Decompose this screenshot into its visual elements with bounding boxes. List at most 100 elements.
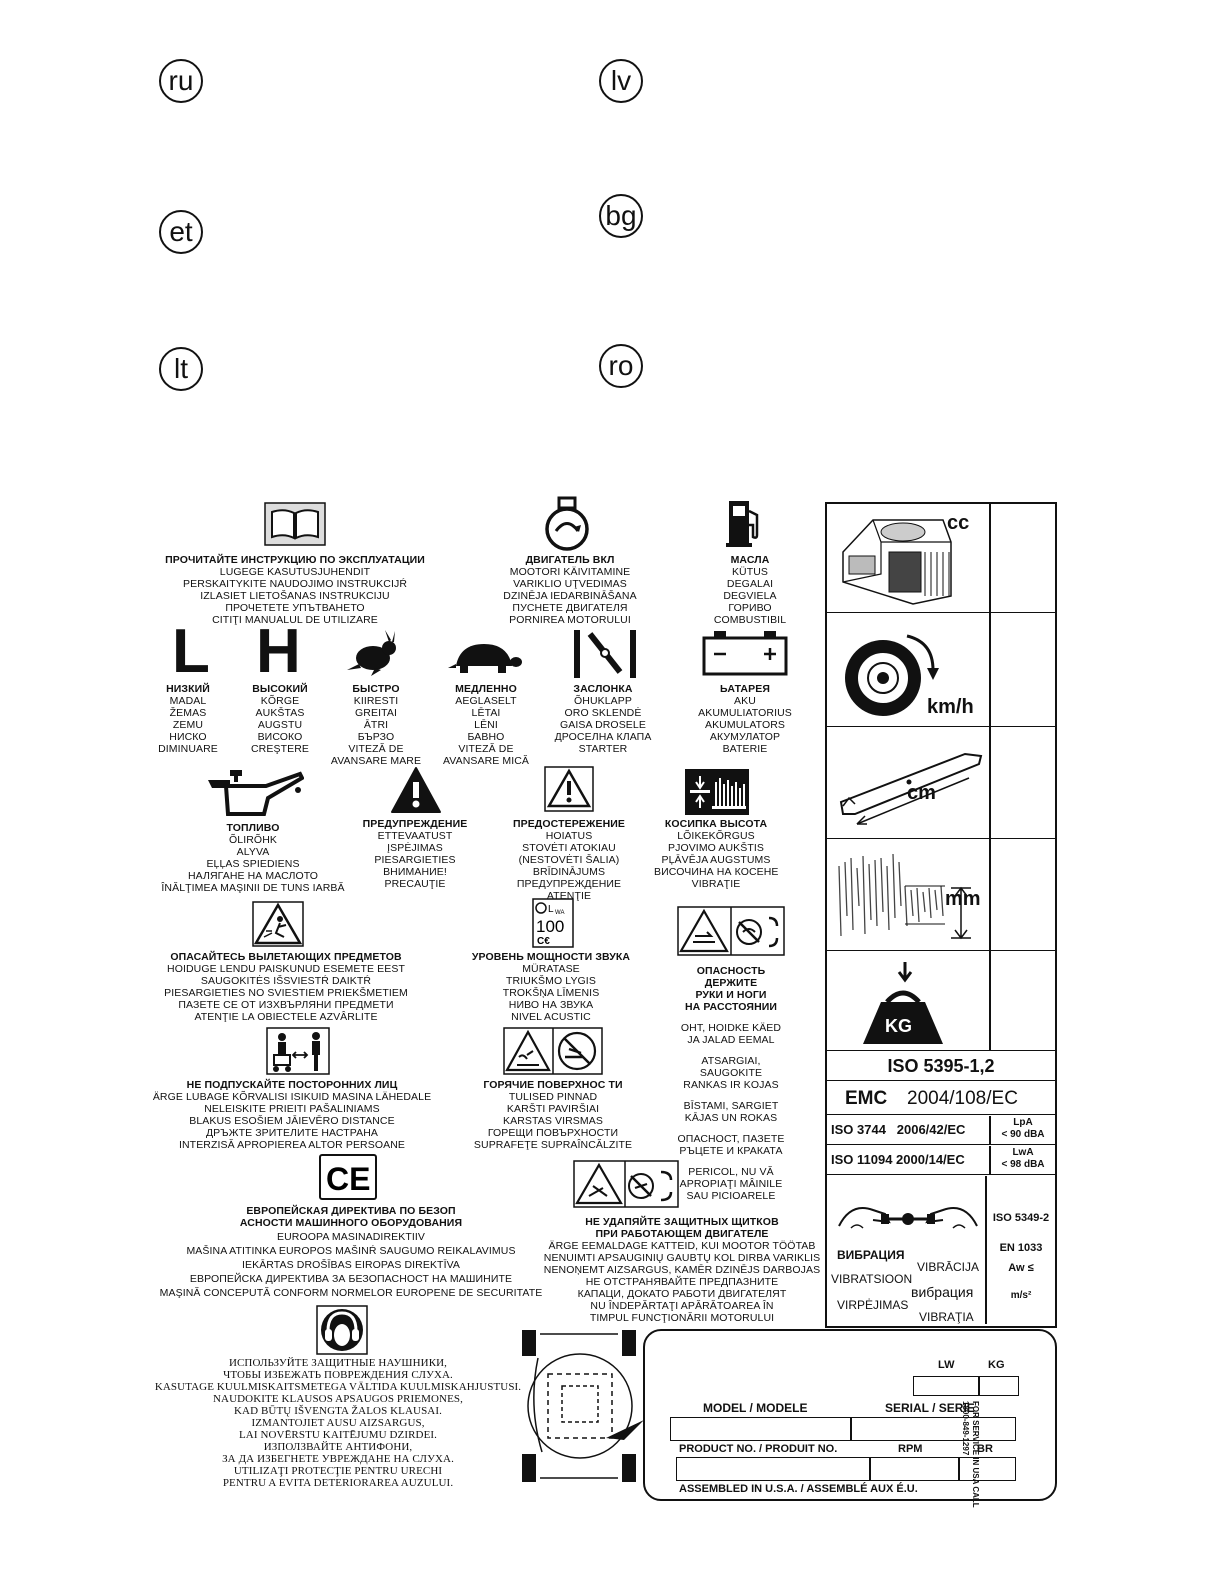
caution-sign-icon bbox=[544, 766, 594, 812]
sound-text: УРОВЕНЬ МОЩНОСТИ ЗВУКА MÜRATASE TRIUKŠMO… bbox=[471, 951, 631, 1023]
plate-weight-divider bbox=[978, 1376, 980, 1396]
spec-cm: cm bbox=[907, 782, 936, 804]
cut-height-text: КОСИПКА ВЫСОТА LÕIKEKÕRGUS PJOVIMO AUKŠT… bbox=[654, 818, 779, 890]
spec-table-divider bbox=[989, 504, 991, 1050]
spec-iso5395: ISO 5395-1,2 bbox=[887, 1056, 995, 1076]
oil-can-icon bbox=[206, 768, 304, 820]
spec-row-emc: EMC 2004/108/EC bbox=[827, 1082, 1055, 1115]
plate-product-field bbox=[676, 1457, 1016, 1481]
engine-block-icon bbox=[842, 519, 952, 605]
high-text: ВЫСОКИЙ KÕRGE AUKŠTAS AUGSTU ВИСОКО CREŞ… bbox=[251, 683, 309, 755]
spec-lwa-val: < 98 dBA bbox=[1001, 1159, 1045, 1170]
hands-feet-danger-icon bbox=[677, 906, 785, 956]
serial-plate: LW KG MODEL / MODELE SERIAL / SERIE PROD… bbox=[643, 1329, 1057, 1508]
spec-cc: cc bbox=[947, 512, 970, 534]
plate-product-label: PRODUCT NO. / PRODUIT NO. bbox=[679, 1443, 838, 1455]
spec-emc-value: 2004/108/EC bbox=[907, 1088, 1018, 1109]
ear-text: ИСПОЛЬЗУЙТЕ ЗАЩИТНЫЕ НАУШНИКИ, ЧТОБЫ ИЗБ… bbox=[154, 1357, 522, 1489]
caution-text: ПРЕДОСТЕРЕЖЕНИЕ HOIATUS STOVĖTI ATOKIAU … bbox=[512, 818, 626, 902]
hot-surface-icon bbox=[503, 1027, 603, 1075]
plate-lw-label: LW bbox=[938, 1359, 955, 1371]
spec-lpa: LpA bbox=[1013, 1117, 1033, 1128]
plate-serial-label: SERIAL / SERIE bbox=[885, 1401, 975, 1415]
lang-badge-lt: lt bbox=[159, 347, 203, 391]
spec-row-mm: mm bbox=[827, 840, 1055, 951]
plate-kg-label: KG bbox=[988, 1359, 1005, 1371]
plate-rpm-label: RPM bbox=[898, 1443, 923, 1455]
vib-word-lt: VIRPĖJIMAS bbox=[837, 1298, 909, 1312]
plate-br-label: BR bbox=[977, 1443, 993, 1455]
battery-text: ЬАТАРЕЯ AKU AKUMULIATORIUS AKUMULATORS А… bbox=[698, 683, 792, 755]
spec-table: cc km/h cm mm KG bbox=[825, 502, 1057, 1328]
high-symbol: H bbox=[256, 617, 301, 686]
cutting-height-icon bbox=[684, 768, 750, 816]
weight-kg-icon bbox=[863, 962, 943, 1044]
vib-word-bg: вибрация bbox=[911, 1284, 974, 1300]
plate-model-label: MODEL / MODELE bbox=[703, 1401, 808, 1415]
plate-service-text: FOR SERVICE IN USA CALL 1800-849-1297 bbox=[961, 1401, 980, 1508]
spec-row-iso3744: ISO 3744 2006/42/EC LpA < 90 dBA bbox=[827, 1116, 1055, 1145]
fuel-text: МАСЛА KÜTUS DEGALAI DEGVIELA ГОРИВО COMB… bbox=[713, 554, 787, 626]
sound-value: 100 bbox=[536, 917, 564, 936]
lang-badge-bg: bg bbox=[599, 194, 643, 238]
rabbit-fast-icon bbox=[345, 630, 401, 676]
hands-text: ОПАСНОСТЬ ДЕРЖИТЕ РУКИ И НОГИ НА РАССТОЯ… bbox=[677, 965, 785, 1202]
plate-assembled: ASSEMBLED IN U.S.A. / ASSEMBLÉ AUX É.U. bbox=[679, 1483, 918, 1495]
ce-text: ЕВРОПЕЙСКАЯ ДИРЕКТИВА ПО БЕЗОП АСНОСТИ М… bbox=[159, 1205, 543, 1299]
turtle-slow-icon bbox=[446, 640, 522, 676]
vib-word-ro: VIBRAŢIA bbox=[919, 1310, 974, 1324]
fast-text: БЫСТРО KIIRESTI GREITAI ĀTRI БЪРЗО VITEZ… bbox=[330, 683, 422, 767]
low-symbol: L bbox=[172, 617, 210, 686]
ce-mark-icon: CE bbox=[319, 1154, 377, 1200]
grass-height-icon bbox=[838, 853, 971, 940]
guards-text: НЕ УДАПЯЙТЕ ЗАЩИТНЫХ ЩИТКОВ ПРИ РАБОТАЮЩ… bbox=[543, 1216, 821, 1324]
ear-protection-icon bbox=[316, 1305, 368, 1355]
spec-lpa-val: < 90 dBA bbox=[1001, 1129, 1045, 1140]
manual-text: ПРОЧИТАЙТЕ ИНСТРУКЦИЮ ПО ЭКСПЛУАТАЦИИ LU… bbox=[165, 554, 425, 626]
vib-word-et: VIBRATSIOON bbox=[831, 1272, 913, 1286]
lang-badge-lv: lv bbox=[599, 59, 643, 103]
spec-mm: mm bbox=[945, 888, 981, 910]
spec-iso3744: ISO 3744 2006/42/EC bbox=[831, 1122, 966, 1137]
slow-text: МЕДЛЕННО AEGLASELT LĒTAI LĒNI БАВНО VITE… bbox=[442, 683, 530, 767]
warning-text: ПРЕДУПРЕЖДЕНИЕ ETTEVAATUST ĮSPĖJIMAS PIE… bbox=[362, 818, 468, 890]
choke-icon bbox=[572, 628, 638, 680]
bystanders-text: НЕ ПОДПУСКАЙТЕ ПОСТОРОННИХ ЛИЦ ÄRGE LUBA… bbox=[152, 1079, 432, 1151]
svg-text:C€: C€ bbox=[537, 936, 550, 947]
battery-icon bbox=[702, 630, 788, 676]
fuel-pump-icon bbox=[725, 497, 765, 549]
spec-ms2: m/s² bbox=[1010, 1290, 1032, 1301]
choke-text: ЗАСЛОНКА ÕHUKLAPP ORO SKLENDĖ GAISA DROS… bbox=[554, 683, 652, 755]
low-text: НИЗКИЙ MADAL ŽEMAS ZEMU НИСКО DIMINUARE bbox=[158, 683, 218, 755]
spec-row-iso5395: ISO 5395-1,2 bbox=[827, 1052, 1055, 1081]
spec-en1033: EN 1033 bbox=[999, 1242, 1043, 1254]
sound-lwa-label: L bbox=[548, 904, 554, 915]
spec-lwa: LwA bbox=[1012, 1147, 1034, 1158]
warning-triangle-icon bbox=[390, 766, 442, 814]
manual-book-icon bbox=[264, 502, 326, 546]
plate-model-divider bbox=[850, 1417, 852, 1441]
thrown-text: ОПАСАЙТЕСЬ ВЫЛЕТАЮЩИХ ПРЕДМЕТОВ HOIDUGE … bbox=[164, 951, 408, 1023]
guards-danger-icon bbox=[573, 1160, 679, 1208]
lang-badge-ro: ro bbox=[599, 344, 643, 388]
spec-kg: KG bbox=[885, 1016, 912, 1036]
engine-text: ДВИГАТЕЛЬ ВКЛ MOOTORI KÄIVITAMINE VARIKL… bbox=[503, 554, 637, 626]
spec-row-kmh: km/h bbox=[827, 614, 1055, 727]
spec-row-kg: KG bbox=[827, 952, 1055, 1051]
spec-kmh: km/h bbox=[927, 696, 974, 718]
spec-aw: Aw ≤ bbox=[1008, 1262, 1034, 1274]
spec-emc-label: EMC bbox=[845, 1088, 888, 1109]
vibration-hands-icon bbox=[838, 1207, 978, 1229]
wheel-speed-icon bbox=[845, 634, 939, 716]
plate-model-serial-field bbox=[670, 1417, 1016, 1441]
plate-rpm-divider bbox=[869, 1457, 871, 1481]
vib-word-lv: VIBRĀCIJA bbox=[917, 1260, 980, 1274]
lang-badge-et: et bbox=[159, 210, 203, 254]
thrown-objects-icon bbox=[252, 901, 304, 947]
mower-topview-icon bbox=[518, 1328, 658, 1498]
hot-text: ГОРЯЧИЕ ПОВЕРХНОС ТИ TULISED PINNAD KARŠ… bbox=[473, 1079, 633, 1151]
spec-row-vibration: ВИБРАЦИЯ VIBRĀCIJA VIBRATSIOON вибрация … bbox=[827, 1176, 1055, 1324]
spec-row-cc: cc bbox=[827, 504, 1055, 613]
ce-mark-text: CE bbox=[326, 1161, 370, 1197]
